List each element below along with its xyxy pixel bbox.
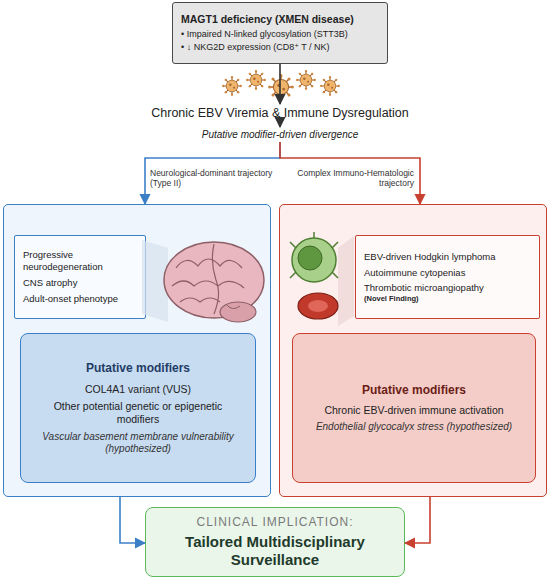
node-text: Vascular basement membrane vulnerability… [31, 431, 245, 455]
phenotype-box: EBV-driven Hodgkin lymphomaAutoimmune cy… [355, 235, 540, 319]
virus-icons [222, 70, 340, 100]
node-text: EBV-driven Hodgkin lymphoma [364, 251, 495, 262]
connector-arrow [279, 64, 281, 104]
node-text: Tailored Multidisciplinary Surveillance [154, 533, 396, 569]
node-text: • Impaired N-linked glycosylation (STT3B… [181, 29, 348, 40]
node-text: Other potential genetic or epigenetic mo… [31, 400, 245, 425]
stage-label: Chronic EBV Viremia & Immune Dysregulati… [140, 104, 420, 122]
connector-arrow [280, 142, 420, 204]
modifier-box: Putative modifiersCOL4A1 variant (VUS) Ot… [20, 333, 256, 483]
node-text: Putative modifiers [362, 383, 466, 397]
node-text: MAGT1 deficiency (XMEN disease) [181, 13, 354, 26]
source-box: MAGT1 deficiency (XMEN disease) • Impaire… [172, 2, 388, 64]
node-text: CLINICAL IMPLICATION: [196, 515, 353, 529]
node-text: Chronic EBV Viremia & Immune Dysregulati… [151, 106, 409, 121]
trajectory-panel: Progressive neurodegenerationCNS atrophy… [3, 204, 271, 497]
connector-arrow [145, 142, 280, 204]
node-text: Adult-onset phenotype [23, 293, 118, 304]
node-text: COL4A1 variant (VUS) [85, 383, 191, 396]
node-text: Progressive neurodegeneration [23, 249, 137, 272]
node-text: Chronic EBV-driven immune activation [324, 404, 503, 417]
connector-arrow [279, 122, 281, 127]
node-text: Autoimmune cytopenias [364, 267, 465, 278]
node-text: Endothelial glycocalyx stress (hypothesi… [316, 421, 512, 433]
stage-label: Putative modifier-driven divergence [180, 127, 380, 142]
brain-illustration [142, 240, 264, 322]
node-text: Putative modifier-driven divergence [202, 129, 359, 141]
edge-label: Complex Immuno-Hematologic trajectory [286, 168, 414, 188]
phenotype-box: Progressive neurodegenerationCNS atrophy… [14, 235, 146, 319]
node-text: (Novel Finding) [364, 294, 419, 303]
node-text: Thrombotic microangiopathy [364, 282, 484, 293]
trajectory-panel: EBV-driven Hodgkin lymphomaAutoimmune cy… [279, 204, 547, 497]
node-text: • ↓ NKG2D expression (CD8⁺ T / NK) [181, 42, 330, 53]
implication-box: CLINICAL IMPLICATION: Tailored Multidisci… [145, 507, 405, 577]
edge-label: Neurological-dominant trajectory (Type I… [150, 168, 278, 188]
connector-arrow [120, 497, 145, 543]
node-text: Putative modifiers [86, 361, 190, 375]
modifier-box: Putative modifiersChronic EBV-driven imm… [292, 333, 536, 483]
cell-illustration [290, 232, 354, 326]
node-text: CNS atrophy [23, 277, 77, 288]
connector-arrow [405, 497, 430, 543]
